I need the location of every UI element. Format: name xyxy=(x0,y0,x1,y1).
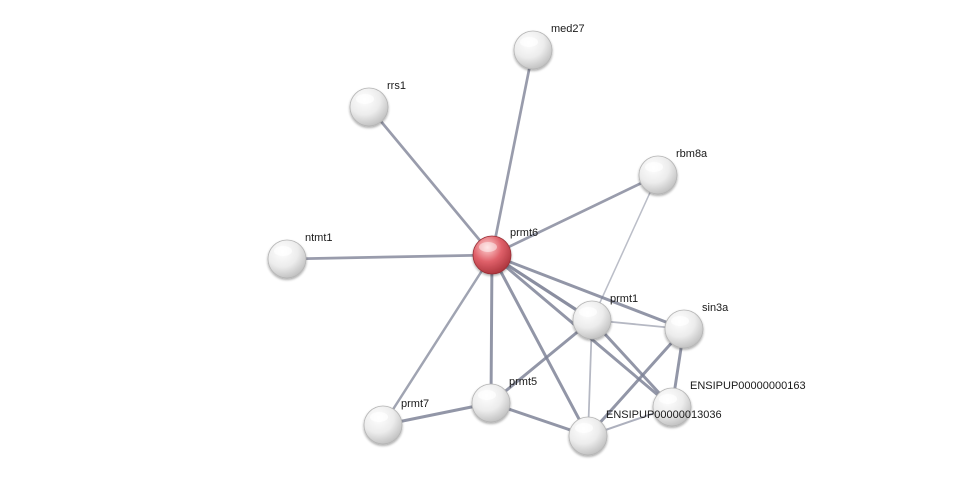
node-label-ntmt1: ntmt1 xyxy=(305,232,333,244)
node-label-prmt7: prmt7 xyxy=(401,398,429,410)
node-label-prmt6: prmt6 xyxy=(510,227,538,239)
node-label-ensipup163: ENSIPUP00000000163 xyxy=(690,380,806,392)
node-highlight-sin3a xyxy=(671,316,689,326)
node-label-rrs1: rrs1 xyxy=(387,80,406,92)
edge-prmt6-rbm8a[interactable] xyxy=(490,173,660,257)
node-rbm8a[interactable] xyxy=(638,155,678,195)
node-prmt6[interactable] xyxy=(472,235,512,275)
node-highlight-rbm8a xyxy=(645,162,663,172)
edge-rbm8a-prmt1[interactable] xyxy=(591,174,659,321)
node-sin3a[interactable] xyxy=(664,309,704,349)
node-label-med27: med27 xyxy=(551,23,585,35)
node-highlight-ensipup163 xyxy=(659,394,677,404)
nodes-layer xyxy=(267,30,704,456)
node-label-rbm8a: rbm8a xyxy=(676,148,708,160)
node-highlight-med27 xyxy=(520,37,538,47)
edge-prmt6-ensipup13036[interactable] xyxy=(490,253,590,438)
edge-prmt6-med27[interactable] xyxy=(490,48,535,257)
node-label-sin3a: sin3a xyxy=(702,302,729,314)
node-highlight-rrs1 xyxy=(356,94,374,104)
edge-prmt6-prmt5[interactable] xyxy=(489,253,494,405)
node-prmt5[interactable] xyxy=(471,383,511,423)
labels-layer: prmt6 med27 rrs1 rbm8a ntmt1 prmt1 sin3a prmt5 p… xyxy=(305,23,806,421)
node-highlight-ntmt1 xyxy=(274,246,292,256)
edge-prmt6-prmt1[interactable] xyxy=(490,253,594,322)
node-prmt7[interactable] xyxy=(363,405,403,445)
edge-prmt1-ensipup163[interactable] xyxy=(590,318,674,409)
node-highlight-ensipup13036 xyxy=(575,423,593,433)
edge-prmt6-ntmt1[interactable] xyxy=(285,253,494,261)
node-ntmt1[interactable] xyxy=(267,239,307,279)
node-med27[interactable] xyxy=(513,30,553,70)
node-rrs1[interactable] xyxy=(349,87,389,127)
edge-prmt1-prmt5[interactable] xyxy=(489,318,594,405)
node-prmt1[interactable] xyxy=(572,300,612,340)
edge-prmt6-rrs1[interactable] xyxy=(367,105,494,257)
node-label-prmt1: prmt1 xyxy=(610,293,638,305)
edge-prmt6-prmt7[interactable] xyxy=(381,253,494,427)
edge-prmt6-sin3a[interactable] xyxy=(490,253,686,331)
node-highlight-prmt6 xyxy=(479,242,497,252)
node-highlight-prmt1 xyxy=(579,307,597,317)
node-highlight-prmt7 xyxy=(370,412,388,422)
node-highlight-prmt5 xyxy=(478,390,496,400)
node-label-prmt5: prmt5 xyxy=(509,376,537,388)
edge-sin3a-ensipup13036[interactable] xyxy=(586,327,686,438)
node-ensipup13036[interactable] xyxy=(568,416,608,456)
node-label-ensipup13036: ENSIPUP00000013036 xyxy=(606,409,722,421)
